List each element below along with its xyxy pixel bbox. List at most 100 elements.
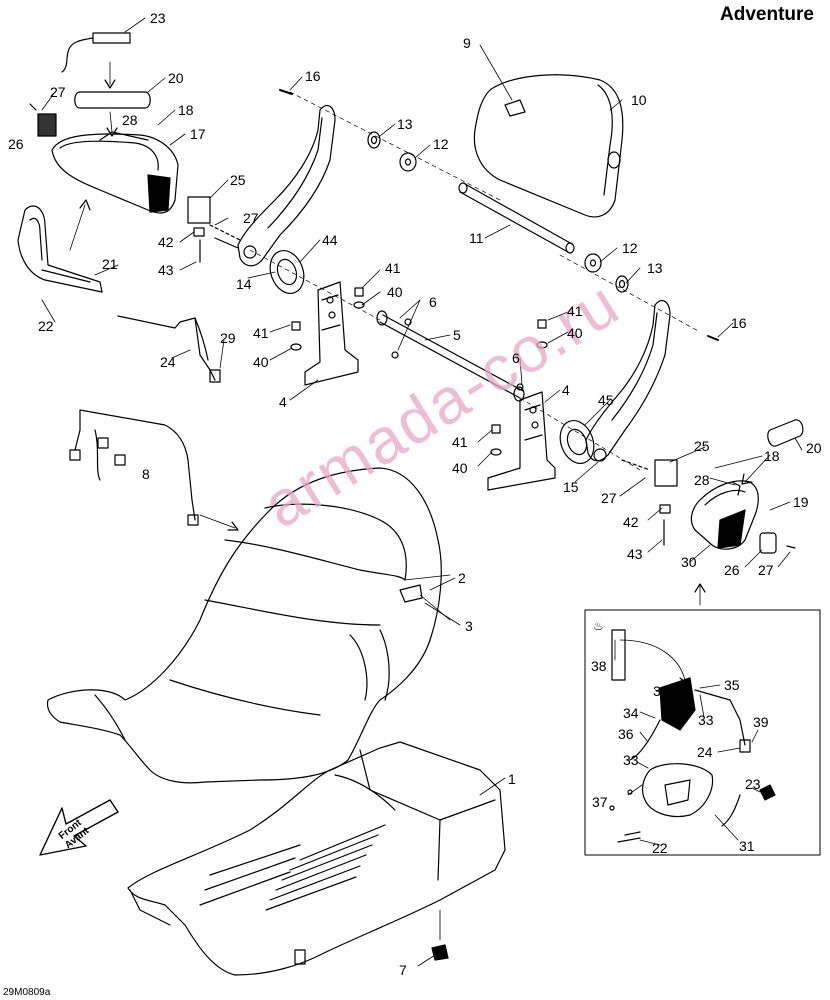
- callout-label: 40: [452, 460, 468, 476]
- clamp-right: [654, 459, 678, 487]
- callout-label: 26: [8, 136, 24, 152]
- callout-label: 17: [190, 126, 206, 142]
- bracket-right: [487, 391, 556, 491]
- callout-label: 18: [764, 448, 780, 464]
- backrest: [473, 74, 624, 218]
- drawing-code: 29M0809a: [3, 987, 51, 998]
- grip-bracket-left: [17, 199, 103, 293]
- cable-assembly: [117, 315, 221, 383]
- callout-label: 39: [753, 714, 769, 730]
- callout-label: 43: [158, 262, 174, 278]
- ratchet-disc-left: [269, 250, 305, 294]
- callout-label: 27: [50, 84, 66, 100]
- callout-label: 12: [433, 136, 449, 152]
- callout-label: 42: [158, 234, 174, 250]
- inset-box: [584, 609, 821, 856]
- callout-label: 35: [724, 677, 740, 693]
- callout-label: 37: [592, 794, 608, 810]
- callout-label: 16: [731, 315, 747, 331]
- switch-right: [759, 532, 777, 554]
- callout-label: 13: [397, 116, 413, 132]
- callout-label: 44: [322, 232, 338, 248]
- callout-label: 3: [465, 618, 473, 634]
- callout-label: 25: [694, 438, 710, 454]
- callout-label: 32: [653, 683, 669, 699]
- callout-label: 8: [142, 466, 150, 482]
- callout-label: 19: [793, 494, 809, 510]
- callout-label: 9: [463, 35, 471, 51]
- ratchet-disc-right: [559, 420, 595, 464]
- callout-label: 23: [150, 10, 166, 26]
- callout-label: 13: [647, 260, 663, 276]
- heated-grip-icon: ♨: [593, 619, 604, 633]
- callout-label: 40: [567, 325, 583, 341]
- callout-label: 20: [806, 440, 822, 456]
- callout-label: 33: [698, 712, 714, 728]
- grip-housing-right: [690, 480, 759, 550]
- callout-label: 41: [452, 434, 468, 450]
- callout-label: 4: [279, 394, 287, 410]
- leader-lines: [41, 17, 803, 967]
- armrest-right: [585, 300, 671, 462]
- heating-element-left: [61, 32, 131, 89]
- callout-label: 27: [601, 490, 617, 506]
- callout-label: 15: [563, 479, 579, 495]
- callout-label: 21: [102, 256, 118, 272]
- diagram-title: Adventure: [720, 4, 814, 25]
- callout-label: 23: [745, 776, 761, 792]
- seat-base: [127, 741, 506, 976]
- callout-label: 27: [758, 562, 774, 578]
- callout-label: 41: [567, 303, 583, 319]
- callout-label: 12: [622, 240, 638, 256]
- callout-label: 18: [178, 102, 194, 118]
- nuts: [290, 287, 548, 456]
- callout-label: 14: [236, 276, 252, 292]
- callout-label: 6: [512, 350, 520, 366]
- callout-label: 24: [697, 744, 713, 760]
- callout-label: 10: [631, 92, 647, 108]
- bracket-left: [304, 281, 359, 386]
- grip-housing-left: [51, 131, 179, 214]
- switch-left: [37, 113, 57, 137]
- callout-label: 40: [253, 354, 269, 370]
- front-arrow: [39, 799, 119, 856]
- callout-label: 28: [122, 112, 138, 128]
- callout-label: 25: [230, 172, 246, 188]
- callout-label: 16: [305, 68, 321, 84]
- callout-label: 33: [623, 752, 639, 768]
- callout-label: 2: [458, 570, 466, 586]
- wiring-harness: [69, 409, 239, 531]
- backrest-shaft: [459, 183, 573, 253]
- inset-components: [609, 629, 776, 843]
- callout-label: 34: [623, 705, 639, 721]
- armrest-left: [237, 105, 336, 267]
- clip: [431, 909, 449, 961]
- callout-label: 1: [508, 771, 516, 787]
- callout-label: 43: [627, 546, 643, 562]
- callout-label: 6: [429, 294, 437, 310]
- callout-label: 41: [253, 325, 269, 341]
- callout-label: 29: [220, 330, 236, 346]
- callout-label: 36: [618, 726, 634, 742]
- callout-label: 26: [724, 562, 740, 578]
- callout-label: 41: [385, 260, 401, 276]
- callout-label: 22: [38, 318, 54, 334]
- main-shaft: [379, 314, 524, 399]
- callout-label: 42: [623, 514, 639, 530]
- callout-label: 11: [469, 230, 484, 246]
- callout-label: 30: [681, 554, 697, 570]
- callout-label: 7: [399, 962, 407, 978]
- clamp-left: [187, 196, 211, 224]
- callout-label: 20: [168, 70, 184, 86]
- seat-cushion: [46, 467, 442, 784]
- callout-label: 38: [591, 658, 607, 674]
- callout-label: 28: [694, 472, 710, 488]
- callout-label: 5: [453, 327, 461, 343]
- callout-label: 24: [160, 354, 176, 370]
- callout-label: 45: [598, 392, 614, 408]
- callout-label: 4: [562, 382, 570, 398]
- callout-label: 40: [387, 284, 403, 300]
- grip-right: [767, 419, 804, 447]
- callout-label: 31: [739, 838, 755, 854]
